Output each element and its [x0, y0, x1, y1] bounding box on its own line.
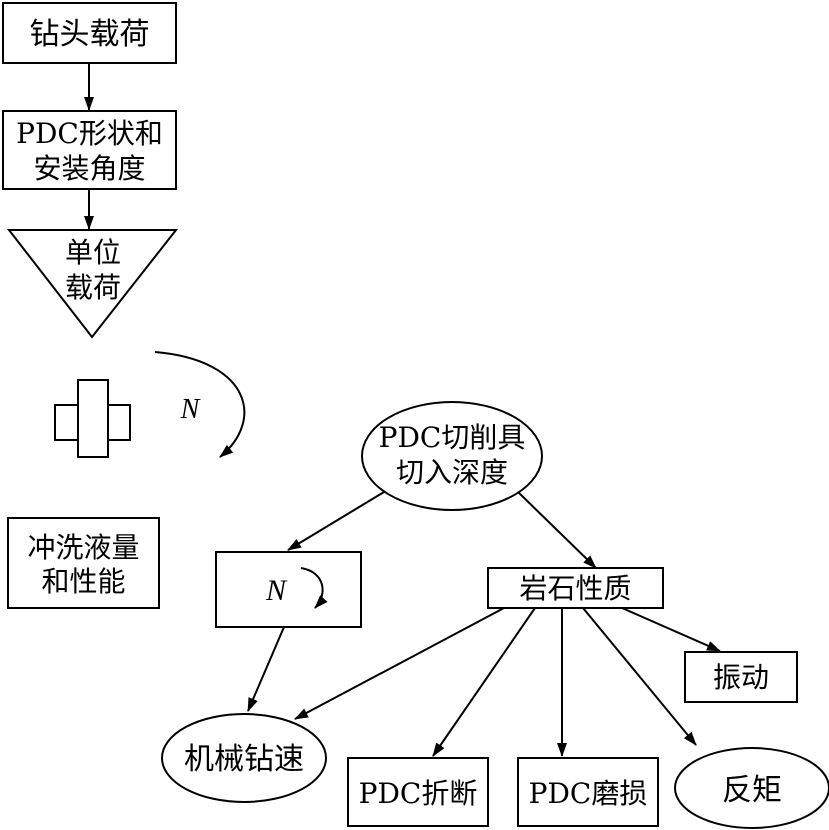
rotation-symbol-label: N [180, 394, 201, 425]
node-pdc-fracture-label: PDC折断 [359, 777, 478, 810]
edge-rock-to-pdc-fracture [432, 607, 536, 757]
edge-cut-depth-to-rock-property [517, 491, 597, 569]
node-rotation-speed-label: N [265, 574, 288, 607]
node-cut-depth: PDC切削具 切入深度 [361, 401, 543, 511]
node-rop-label: 机械钻速 [184, 742, 304, 777]
edge-rock-to-rop [294, 607, 505, 720]
node-vibration: 振动 [684, 651, 798, 703]
node-cut-depth-line1: PDC切削具 [379, 421, 526, 454]
node-pdc-wear-label: PDC磨损 [529, 777, 648, 810]
node-cut-depth-line2: 切入深度 [396, 456, 508, 489]
node-rock-property-label: 岩石性质 [519, 572, 631, 605]
node-unit-load-line1: 单位 [65, 236, 121, 269]
node-flushing-fluid: 冲洗液量 和性能 [7, 517, 160, 609]
node-pdc-shape-line1: PDC形状和 [16, 117, 163, 150]
cutter-icon [54, 379, 131, 458]
edge-rotation-speed-to-rop [247, 626, 285, 712]
edge-cut-depth-to-rotation-speed [287, 491, 385, 551]
node-rotation-speed: N [215, 551, 362, 628]
node-vibration-label: 振动 [713, 661, 769, 694]
node-rop: 机械钻速 [161, 713, 327, 803]
node-reverse-torque: 反矩 [674, 747, 829, 829]
node-flushing-line2: 和性能 [41, 565, 125, 598]
edge-rock-to-vibration [621, 607, 721, 652]
node-pdc-shape-line2: 安装角度 [33, 152, 145, 185]
node-pdc-wear: PDC磨损 [517, 757, 659, 827]
node-rock-property: 岩石性质 [487, 567, 664, 609]
node-unit-load-line2: 载荷 [65, 271, 121, 304]
rotation-arrow-icon [154, 351, 246, 458]
rotation-speed-arrow-icon [300, 567, 328, 609]
node-pdc-shape: PDC形状和 安装角度 [2, 110, 177, 190]
edge-rock-to-reverse-torque [582, 607, 697, 746]
node-bit-load: 钻头载荷 [2, 2, 177, 64]
node-reverse-torque-label: 反矩 [722, 773, 782, 808]
node-unit-load: 单位 载荷 [6, 229, 179, 339]
node-bit-load-label: 钻头载荷 [30, 17, 150, 52]
node-pdc-fracture: PDC折断 [347, 757, 489, 827]
node-flushing-line1: 冲洗液量 [27, 531, 139, 564]
